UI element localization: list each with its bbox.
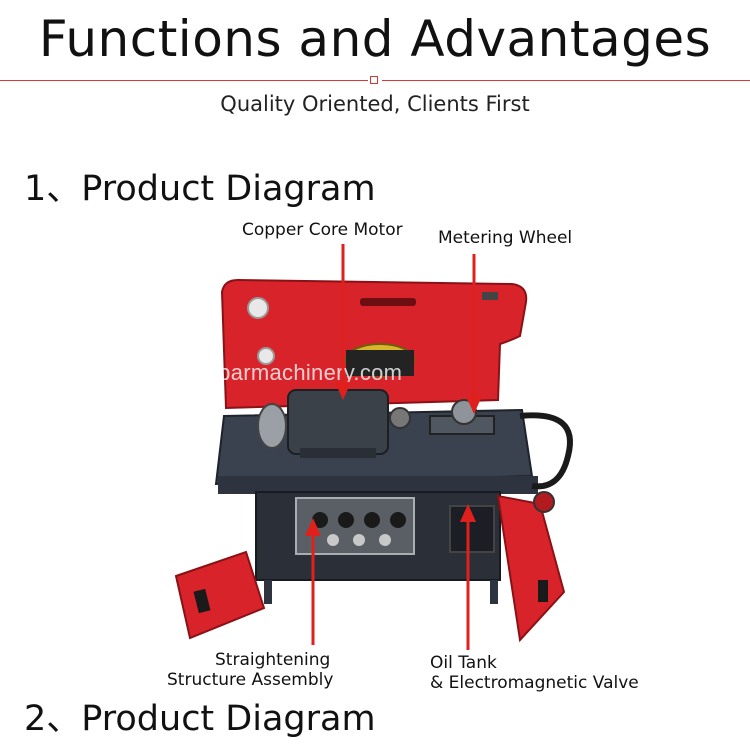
label-metering-wheel: Metering Wheel [438, 228, 573, 248]
title-divider-left [0, 80, 368, 81]
title-divider-right [382, 80, 750, 81]
page-title: Functions and Advantages [38, 10, 712, 68]
watermark-text: rebarmachinery.com [198, 360, 403, 385]
title-divider-ornament [370, 76, 378, 84]
section-heading-1: 1、Product Diagram [24, 169, 376, 209]
label-copper-core-motor: Copper Core Motor [242, 220, 403, 240]
label-oil-tank-line2: & Electromagnetic Valve [430, 673, 639, 693]
section-heading-2: 2、Product Diagram [24, 699, 376, 739]
metering-arrow-head [466, 396, 482, 414]
label-straightening-line1: Straightening [215, 650, 331, 670]
straightening-arrow-head [305, 518, 321, 536]
machine-illustration [174, 278, 573, 643]
label-straightening-line2: Structure Assembly [167, 670, 334, 690]
motor-arrow-head [335, 382, 351, 400]
label-oil-tank-line1: Oil Tank [430, 653, 497, 673]
oil-arrow-head [460, 504, 476, 522]
page-subtitle: Quality Oriented, Clients First [220, 92, 530, 116]
